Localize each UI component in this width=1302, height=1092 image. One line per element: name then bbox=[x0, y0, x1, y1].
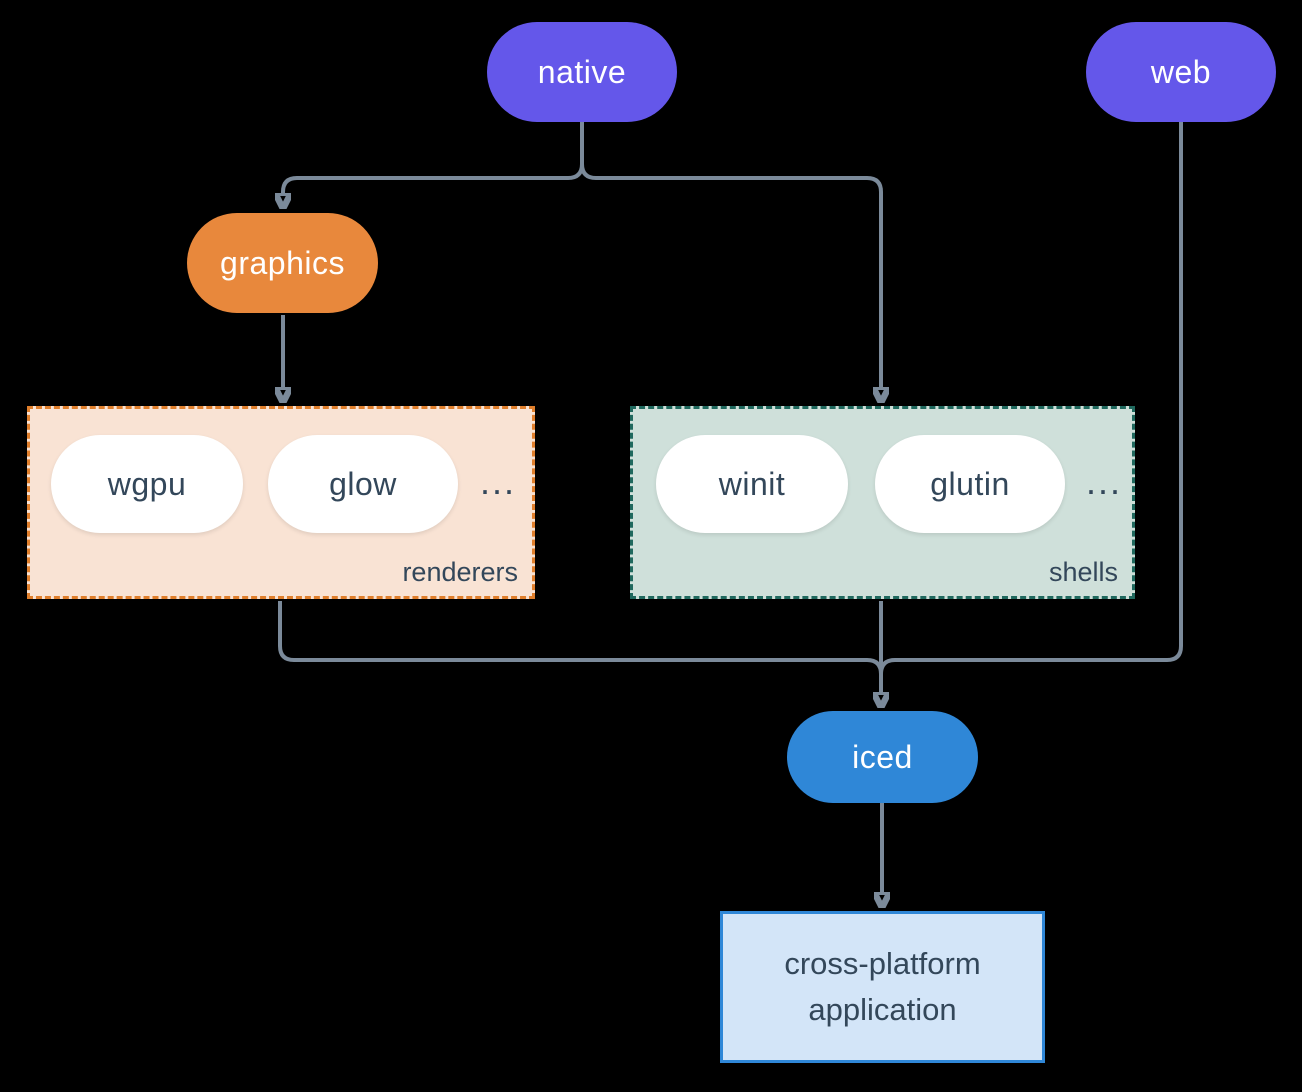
node-cross-platform-application: cross-platform application bbox=[720, 911, 1045, 1063]
node-native: native bbox=[487, 22, 677, 122]
application-label-line1: cross-platform bbox=[784, 945, 981, 981]
node-glow: glow bbox=[268, 435, 458, 533]
node-web: web bbox=[1086, 22, 1276, 122]
node-winit: winit bbox=[656, 435, 848, 533]
edge-native-to-graphics bbox=[283, 122, 584, 196]
edge-native-to-shells bbox=[580, 122, 881, 390]
node-glutin: glutin bbox=[875, 435, 1065, 533]
group-renderers: wgpu glow ... renderers bbox=[27, 406, 535, 599]
shells-ellipsis: ... bbox=[1086, 461, 1123, 502]
shells-group-label: shells bbox=[1048, 557, 1118, 587]
edge-renderers-to-iced-junction bbox=[278, 601, 883, 675]
renderers-ellipsis: ... bbox=[480, 461, 517, 502]
application-label-line2: application bbox=[808, 992, 957, 1027]
node-graphics: graphics bbox=[187, 213, 378, 313]
group-shells: winit glutin ... shells bbox=[630, 406, 1135, 599]
node-iced: iced bbox=[787, 711, 978, 803]
node-wgpu: wgpu bbox=[51, 435, 243, 533]
renderers-group-label: renderers bbox=[402, 557, 518, 587]
